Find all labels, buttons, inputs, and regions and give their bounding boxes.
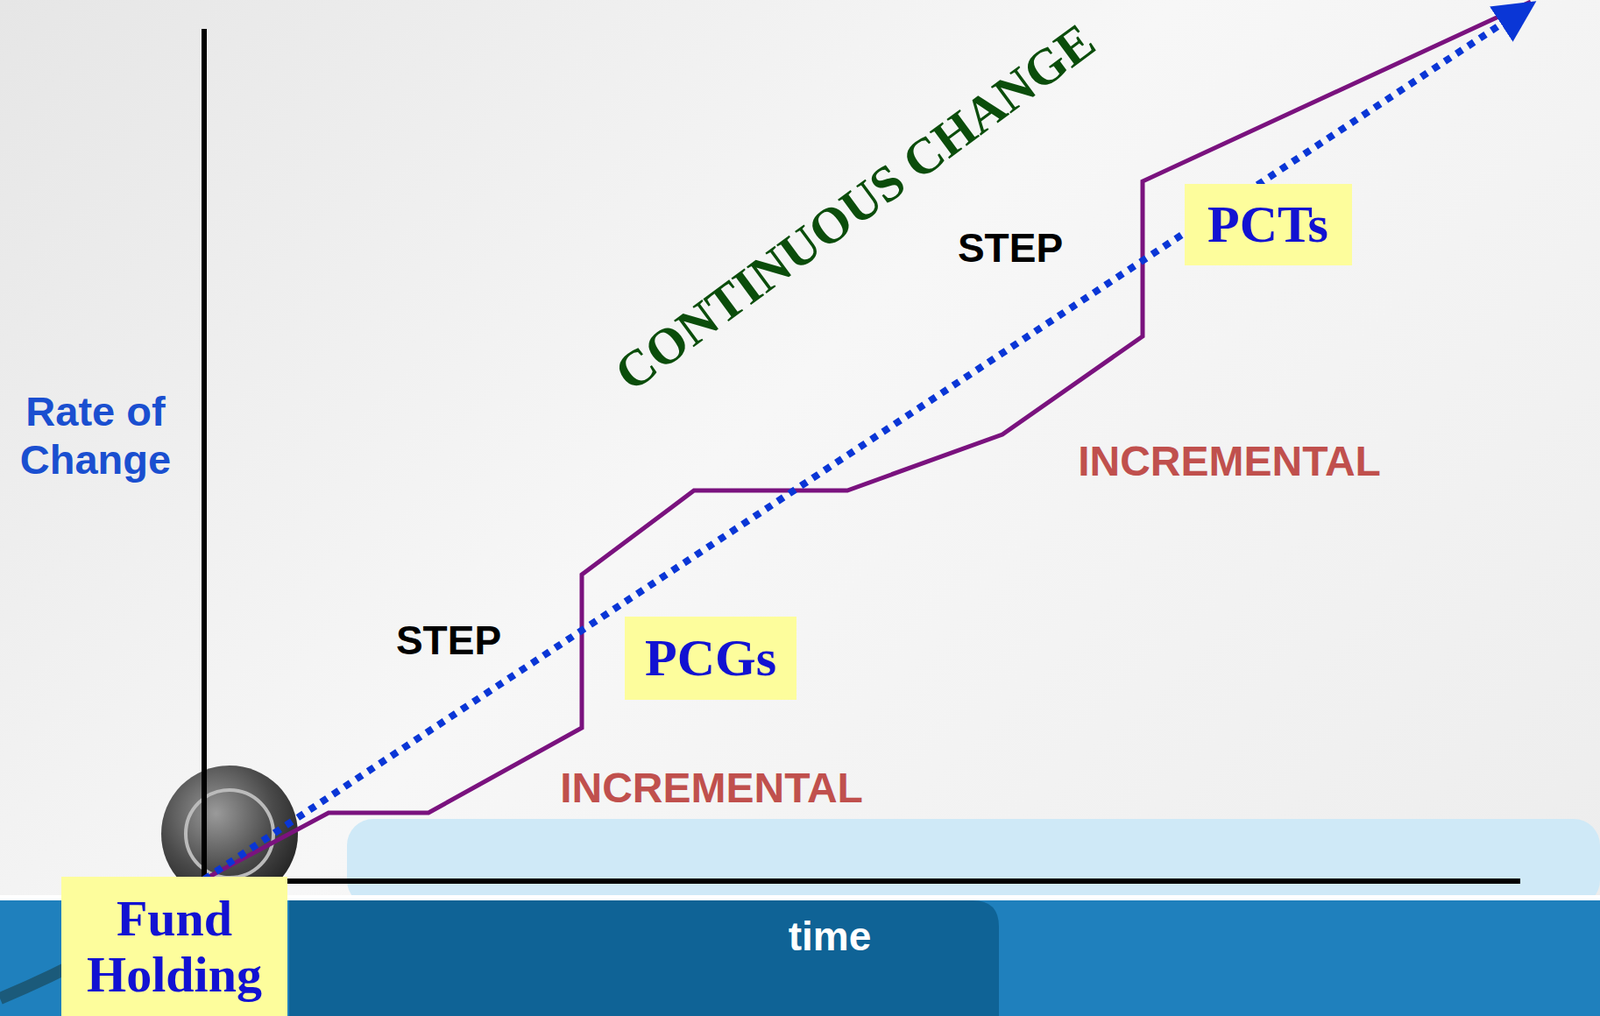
axis-title: time [788, 913, 872, 961]
label-box: PCTs [1184, 184, 1353, 266]
step-line [204, 1, 1531, 880]
label-box: Fund Holding [61, 877, 288, 1016]
trend-label: CONTINUOUS CHANGE [603, 11, 1107, 404]
y-axis [201, 28, 207, 880]
box-label: PCTs [1207, 195, 1329, 254]
phase-label: INCREMENTAL [559, 764, 864, 815]
box-text-group: Fund Holding [61, 891, 288, 1004]
phase-label: STEP [957, 224, 1063, 272]
box-label: PCGs [644, 629, 777, 687]
label-box: PCGs [624, 616, 797, 701]
trend-arrow [204, 8, 1525, 880]
x-axis [287, 878, 1521, 885]
box-label: Fund Holding [61, 891, 288, 1004]
box-text-group: PCTs [1207, 195, 1329, 254]
box-text-group: PCGs [644, 629, 777, 687]
phase-label: INCREMENTAL [1077, 437, 1381, 488]
axis-title: Rate of Change [20, 387, 171, 485]
phase-label: STEP [396, 616, 502, 665]
light-band [346, 819, 1600, 907]
dark-tab [289, 900, 999, 1016]
